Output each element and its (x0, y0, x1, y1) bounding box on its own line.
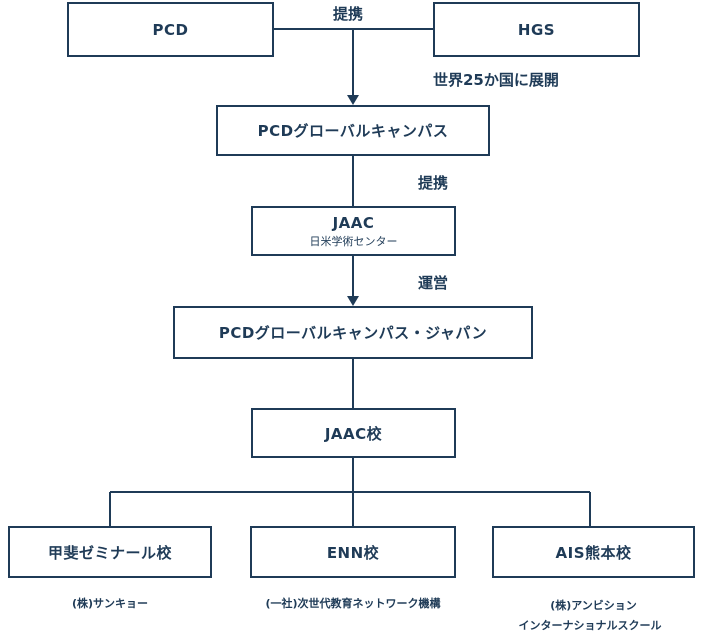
arrowhead-japan (347, 296, 359, 306)
pcd-label: PCD (152, 20, 189, 39)
hgs-label: HGS (517, 20, 556, 39)
ais-operator-line2: インターナショナルスクール (518, 619, 662, 632)
jaac-school-box: JAAC校 (251, 408, 456, 458)
global-campus-japan-label: PCDグローバルキャンパス・ジャパン (218, 324, 488, 342)
kofu-seminar-box: 甲斐ゼミナール校 (8, 526, 212, 578)
global-campus-label: PCDグローバルキャンパス (257, 122, 449, 140)
arrowhead-global (347, 95, 359, 105)
hgs-box: HGS (433, 2, 640, 57)
jaac-school-label: JAAC校 (324, 424, 383, 443)
partner-top-label: 提携 (333, 5, 364, 23)
jaac-box: JAAC 日米学術センター (251, 206, 456, 256)
operate-label: 運営 (418, 274, 449, 292)
ais-box: AIS熊本校 (492, 526, 695, 578)
partner-mid-label: 提携 (418, 174, 449, 192)
kofu-operator: (株)サンキョー (71, 597, 149, 610)
enn-operator: (一社)次世代教育ネットワーク機構 (265, 597, 441, 610)
enn-box: ENN校 (250, 526, 456, 578)
global-campus-japan-box: PCDグローバルキャンパス・ジャパン (173, 306, 533, 359)
jaac-sublabel: 日米学術センター (309, 234, 398, 248)
global-campus-box: PCDグローバルキャンパス (216, 105, 490, 156)
ais-operator-line1: (株)アンビション (550, 599, 637, 612)
pcd-box: PCD (67, 2, 274, 57)
enn-label: ENN校 (326, 543, 380, 562)
jaac-label: JAAC (332, 213, 375, 232)
ais-label: AIS熊本校 (555, 543, 632, 562)
expansion-label: 世界25か国に展開 (433, 71, 559, 89)
kofu-seminar-label: 甲斐ゼミナール校 (47, 543, 172, 562)
